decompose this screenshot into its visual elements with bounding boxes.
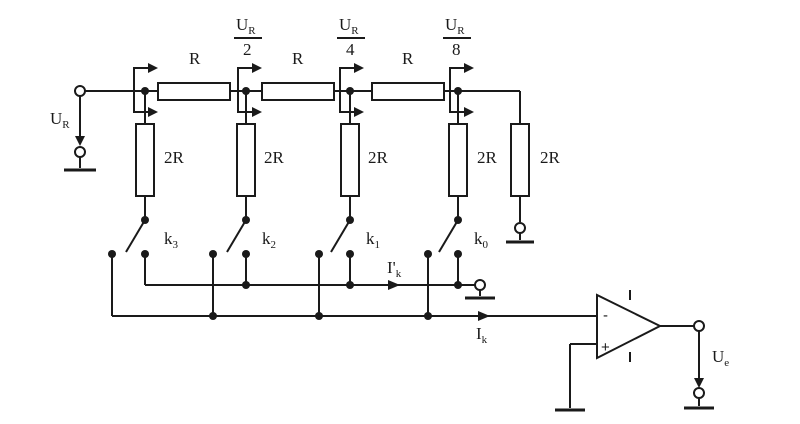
switch-label-k3: k3: [164, 229, 179, 251]
output-current-label: Ik: [476, 324, 488, 346]
switch-label-k0: k0: [474, 229, 489, 251]
output-voltage-label: Ue: [712, 347, 729, 369]
op-amp: [555, 290, 705, 412]
shunt-branch-0: [448, 91, 468, 220]
shunt-label-4: 2R: [477, 148, 498, 167]
shunt-branch-2: [236, 91, 256, 220]
node-probe-2: [339, 63, 364, 117]
svg-text:UR: UR: [236, 15, 256, 37]
shunt-label-1: 2R: [164, 148, 185, 167]
shunt-label-5: 2R: [540, 148, 561, 167]
output-voltage-arrow: [684, 331, 714, 410]
switch-label-k2: k2: [262, 229, 276, 251]
svg-text:4: 4: [346, 40, 355, 59]
top-rail: [140, 82, 521, 124]
input-voltage-label: UR: [50, 109, 70, 131]
terminating-resistor: [506, 123, 534, 244]
series-R-label-1: R: [189, 49, 201, 68]
switch-k3: [108, 216, 149, 258]
svg-text:2: 2: [243, 40, 252, 59]
switch-label-k1: k1: [366, 229, 380, 251]
fraction-label-1: UR 2: [234, 15, 262, 59]
series-resistor-2: [261, 82, 335, 101]
fraction-label-3: UR 8: [443, 15, 471, 59]
switch-k1: [315, 216, 354, 258]
svg-text:UR: UR: [445, 15, 465, 37]
op-amp-minus: -: [603, 307, 608, 324]
series-resistor-3: [371, 82, 445, 101]
fraction-label-2: UR 4: [337, 15, 365, 59]
shunt-branch-1: [340, 91, 360, 220]
shunt-label-2: 2R: [264, 148, 285, 167]
series-R-label-3: R: [402, 49, 414, 68]
switch-k2: [209, 216, 250, 258]
series-resistor-1: [157, 82, 231, 101]
input-terminal: [64, 85, 140, 172]
ground-current-bus: [144, 254, 495, 300]
svg-text:UR: UR: [339, 15, 359, 37]
series-R-label-2: R: [292, 49, 304, 68]
ground-current-label: I'k: [387, 258, 402, 280]
op-amp-plus: +: [601, 339, 610, 356]
node-probe-0: [133, 63, 158, 117]
output-current-bus: [111, 254, 597, 321]
switch-k0: [424, 216, 462, 258]
shunt-label-3: 2R: [368, 148, 389, 167]
svg-text:8: 8: [452, 40, 461, 59]
